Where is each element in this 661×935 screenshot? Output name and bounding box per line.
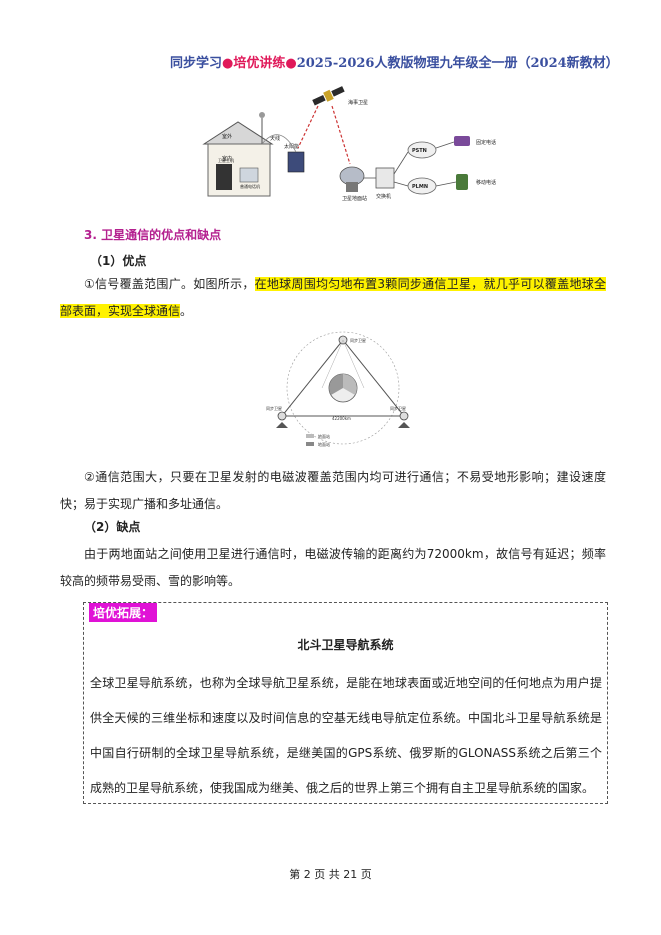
svg-text:移动电话: 移动电话: [476, 179, 496, 186]
svg-text:室内: 室内: [222, 155, 232, 162]
svg-text:地面站: 地面站: [318, 441, 330, 447]
section-title: 3. 卫星通信的优点和缺点: [84, 228, 222, 242]
svg-text:42200km: 42200km: [332, 416, 351, 421]
page-footer: 第 2 页 共 21 页: [289, 868, 372, 881]
extension-text: 全球卫星导航系统，也称为全球导航卫星系统，是能在地球表面或近地空间的任何地点为用…: [90, 676, 602, 795]
page-header: 同步学习●培优讲练●2025-2026人教版物理九年级全一册（2024新教材）: [170, 52, 619, 71]
svg-text:卫星地面站: 卫星地面站: [342, 195, 367, 202]
svg-text:太阳能: 太阳能: [284, 143, 299, 150]
svg-text:天线: 天线: [270, 135, 280, 142]
svg-text:同步卫星: 同步卫星: [266, 405, 282, 411]
header-part3: 2025-2026人教版物理九年级全一册（2024新教材）: [296, 56, 619, 71]
advantage-1-end: 。: [180, 304, 193, 318]
svg-text:PSTN: PSTN: [412, 148, 427, 154]
svg-text:交换机: 交换机: [376, 193, 391, 200]
header-dot-1: ●: [222, 56, 234, 71]
satellite-network-figure: 卫星主机 普通电话机 室外 室内 天线 太阳能 海事卫星 卫星地面站 交换机 P…: [202, 86, 496, 202]
svg-text:同步卫星: 同步卫星: [350, 337, 366, 343]
svg-text:同步卫星: 同步卫星: [390, 405, 406, 411]
advantages-heading: （1）优点: [90, 254, 147, 268]
advantage-2-text: ②通信范围大，只要在卫星发射的电磁波覆盖范围内均可进行通信；不易受地形影响；建设…: [60, 470, 606, 511]
svg-text:PLMN: PLMN: [412, 184, 428, 190]
disadvantage-paragraph: 由于两地面站之间使用卫星进行通信时，电磁波传输的距离约为72000km，故信号有…: [60, 541, 606, 595]
svg-text:室外: 室外: [222, 133, 232, 140]
svg-text:海事卫星: 海事卫星: [348, 99, 368, 106]
disadvantage-text: 由于两地面站之间使用卫星进行通信时，电磁波传输的距离约为72000km，故信号有…: [60, 547, 606, 588]
disadvantages-heading: （2）缺点: [84, 520, 141, 534]
header-part2: 培优讲练: [233, 56, 286, 71]
advantage-1-paragraph: ①信号覆盖范围广。如图所示，在地球周围均匀地布置3颗同步通信卫星，就几乎可以覆盖…: [60, 271, 606, 325]
extension-box: [83, 602, 608, 804]
svg-text:卫星主机: 卫星主机: [218, 157, 234, 163]
advantage-1-text: ①信号覆盖范围广。如图所示，: [84, 277, 255, 291]
header-part1: 同步学习: [170, 56, 223, 71]
svg-text:地面站: 地面站: [318, 433, 330, 439]
header-dot-2: ●: [285, 56, 297, 71]
three-satellites-figure: 同步卫星 同步卫星 同步卫星 42200km 地面站 地面站: [266, 331, 410, 447]
svg-text:固定电话: 固定电话: [476, 139, 496, 146]
extension-paragraph: 全球卫星导航系统，也称为全球导航卫星系统，是能在地球表面或近地空间的任何地点为用…: [90, 666, 602, 806]
advantage-2-paragraph: ②通信范围大，只要在卫星发射的电磁波覆盖范围内均可进行通信；不易受地形影响；建设…: [60, 464, 606, 518]
svg-text:普通电话机: 普通电话机: [240, 183, 260, 189]
extension-tag: 培优拓展：: [89, 603, 158, 622]
extension-title: 北斗卫星导航系统: [297, 638, 394, 652]
